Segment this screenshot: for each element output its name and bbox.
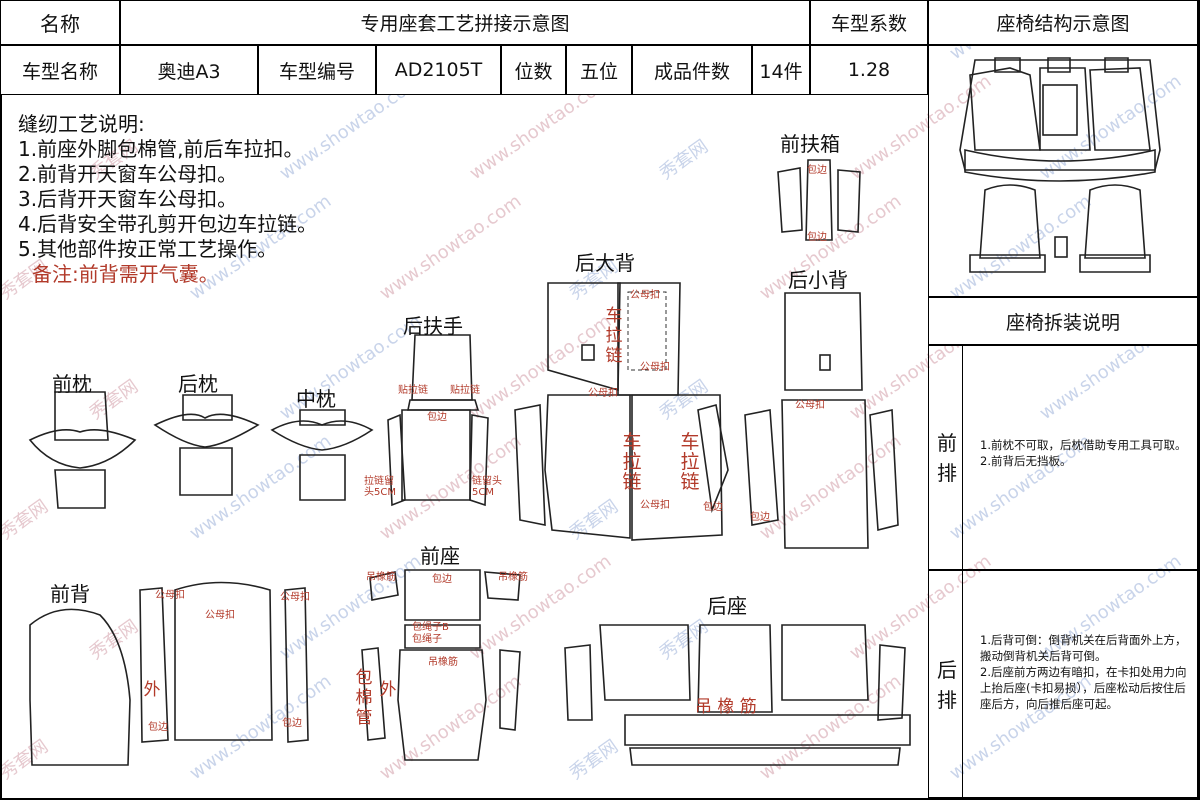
- mark-chelalian: 车拉链: [680, 431, 700, 493]
- mark-diaoxiangjin: 吊橡筋: [428, 657, 458, 668]
- mark-tie-pull-chain: 贴拉链: [398, 385, 428, 396]
- label-front-box: 前扶箱: [780, 132, 840, 156]
- mid-pillow-pieces: [270, 409, 374, 501]
- mark-baobian: 包边: [807, 165, 827, 176]
- mark-baobian: 包边: [148, 722, 168, 733]
- rear-armrest-pieces: [387, 334, 489, 507]
- front-box-pieces: [777, 159, 861, 241]
- rear-pillow-pieces: [153, 394, 260, 496]
- mark-gongmukou: 公母扣: [640, 500, 670, 511]
- sewing-title: 缝纫工艺说明:: [18, 112, 145, 136]
- model-name: 奥迪A3: [120, 45, 258, 95]
- mark-rear-diaoxiangjin: 吊 橡 筋: [695, 697, 757, 717]
- label-front-seat: 前座: [420, 544, 460, 568]
- sewing-remark: 备注:前背需开气囊。: [32, 262, 219, 286]
- sewing-item: 3.后背开天窗车公母扣。: [18, 187, 238, 211]
- front-row-text: 1.前枕不可取，后枕借助专用工具可取。 2.前背后无挡板。: [980, 438, 1187, 468]
- rear-small-back-pieces: [744, 292, 899, 549]
- mark-baobian: 包边: [703, 502, 723, 513]
- label-front-pillow: 前枕: [52, 372, 92, 396]
- front-row-label: 前排: [937, 431, 957, 485]
- mark-gongmukou: 公母扣: [205, 610, 235, 621]
- mark-baoshenzi: 包绳子: [412, 634, 442, 645]
- sewing-notes: 缝纫工艺说明: 1.前座外脚包棉管,前后车拉扣。 2.前背开天窗车公母扣。 3.…: [18, 112, 317, 287]
- label-rear-big-back: 后大背: [575, 251, 635, 275]
- model-no: AD2105T: [376, 45, 501, 95]
- count-value: 14件: [752, 45, 810, 95]
- mark-chelalian: 车拉链: [622, 431, 642, 493]
- mark-tie-pull-chain: 贴拉链: [450, 385, 480, 396]
- label-rear-seat: 后座: [707, 594, 747, 618]
- mark-lalian-right: 链留头5CM: [472, 476, 502, 498]
- mark-baobian: 包边: [750, 512, 770, 523]
- rear-big-back-pieces: [514, 282, 729, 541]
- seats-value: 五位: [566, 45, 632, 95]
- front-seat-pieces: [361, 569, 521, 761]
- rear-row-label: 后排: [937, 658, 957, 712]
- model-no-label: 车型编号: [258, 45, 376, 95]
- row-divider: [962, 345, 963, 798]
- sewing-item: 1.前座外脚包棉管,前后车拉扣。: [18, 137, 304, 161]
- disassembly-title: 座椅拆装说明: [928, 297, 1198, 345]
- mark-gongmukou: 公母扣: [588, 388, 618, 399]
- mark-diaoxiangjin: 吊橡筋: [498, 572, 528, 583]
- sewing-item: 5.其他部件按正常工艺操作。: [18, 237, 278, 261]
- mark-gongmukou: 公母扣: [155, 590, 185, 601]
- name-label: 名称: [0, 0, 120, 45]
- mark-gongmukou: 公母扣: [280, 592, 310, 603]
- label-mid-pillow: 中枕: [296, 387, 336, 411]
- front-pillow-pieces: [28, 391, 137, 509]
- rear-seat-pieces: [564, 624, 911, 766]
- rear-row-box: [928, 570, 1198, 798]
- mark-baobian: 包边: [427, 412, 447, 423]
- count-label: 成品件数: [632, 45, 752, 95]
- structure-diagram-box: [928, 45, 1198, 297]
- mark-baobian: 包边: [282, 718, 302, 729]
- mark-baomianguan: 包棉管: [355, 668, 373, 728]
- mark-lalian-left: 拉链留头5CM: [364, 476, 396, 498]
- label-rear-pillow: 后枕: [178, 372, 218, 396]
- mark-chelalian: 车拉链: [605, 306, 623, 366]
- sewing-item: 4.后背安全带孔剪开包边车拉链。: [18, 212, 318, 236]
- mark-gongmukou: 公母扣: [795, 400, 825, 411]
- model-name-label: 车型名称: [0, 45, 120, 95]
- mark-wai: 外: [143, 680, 161, 700]
- label-rear-armrest: 后扶手: [403, 314, 463, 338]
- mark-baobian: 包边: [432, 574, 452, 585]
- seat-structure-thumbnail: [959, 57, 1161, 273]
- mark-gongmukou: 公母扣: [640, 362, 670, 373]
- seats-label: 位数: [501, 45, 566, 95]
- mark-diaoxiangjin: 吊橡筋: [366, 572, 396, 583]
- mark-baobian: 包边: [807, 232, 827, 243]
- mark-gongmukou: 公母扣: [630, 290, 660, 301]
- front-back-pieces: [29, 581, 309, 766]
- doc-title: 专用座套工艺拼接示意图: [120, 0, 810, 45]
- coef-value: 1.28: [810, 45, 928, 95]
- coef-label: 车型系数: [810, 0, 928, 45]
- struct-title: 座椅结构示意图: [928, 0, 1198, 45]
- rear-row-text: 1.后背可倒：倒背机关在后背面外上方，搬动倒背机关后背可倒。 2.后座前方两边有…: [980, 633, 1187, 711]
- mark-baosheng-b: 包绳子B: [412, 622, 449, 633]
- mark-wai: 外: [379, 680, 397, 700]
- front-row-box: [928, 345, 1198, 570]
- label-rear-small-back: 后小背: [788, 268, 848, 292]
- label-front-back: 前背: [50, 582, 90, 606]
- sewing-item: 2.前背开天窗车公母扣。: [18, 162, 238, 186]
